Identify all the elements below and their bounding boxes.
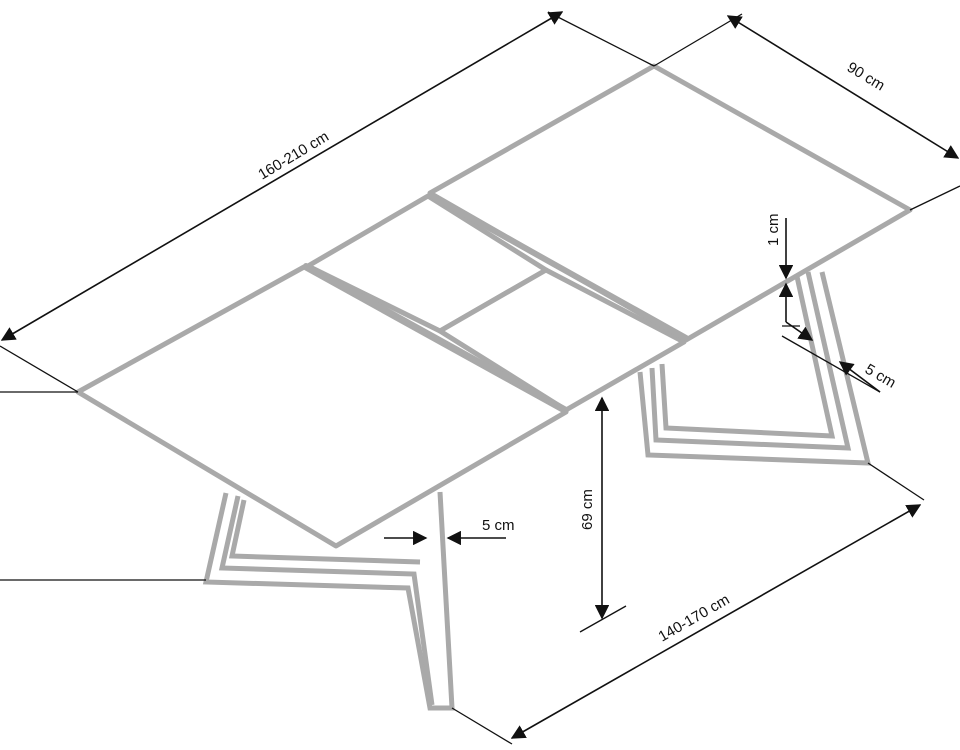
base-length-arrow [510, 504, 922, 739]
leg-width-label: 5 cm [482, 517, 515, 534]
frame-edge-arrow-left [785, 321, 814, 341]
frame-edge-label: 5 cm [862, 361, 899, 392]
height-label: 69 cm [579, 489, 596, 530]
frame-edge-arrow-right [838, 361, 881, 393]
length-arrow [0, 11, 564, 341]
dimension-arrows [0, 11, 960, 739]
top-thickness-label: 1 cm [765, 213, 782, 246]
length-label: 160-210 cm [255, 128, 332, 183]
width-label: 90 cm [844, 59, 888, 95]
front-leg [202, 491, 455, 711]
width-arrow [726, 15, 960, 159]
